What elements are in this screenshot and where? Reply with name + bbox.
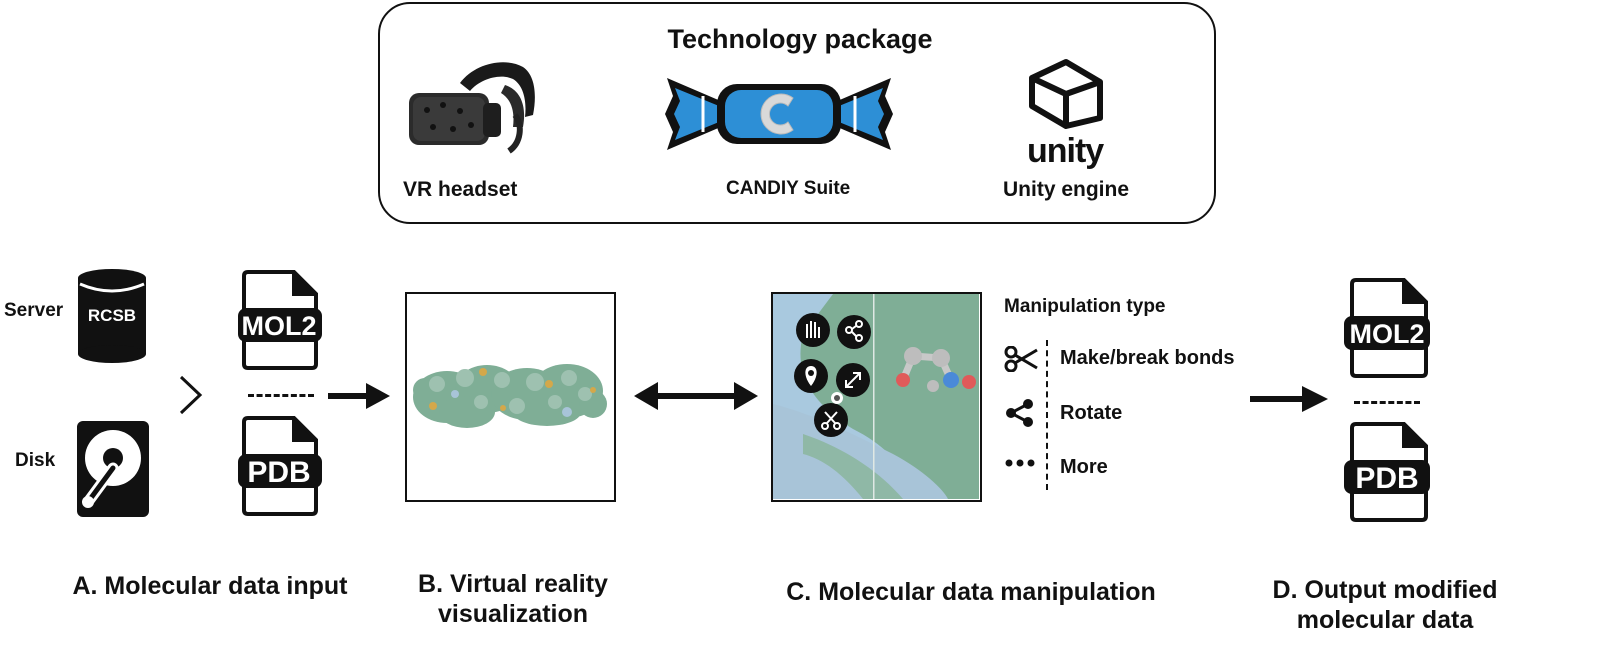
section-a-title: A. Molecular data input [72, 572, 348, 600]
file-separator [248, 394, 314, 397]
mol2-file-icon [236, 270, 322, 370]
output-mol2-file-icon [1342, 278, 1432, 378]
arrow-right-icon [1250, 384, 1330, 414]
make-break-bonds-label: Make/break bonds [1060, 347, 1235, 369]
pdb-file-label: PDB [247, 456, 311, 489]
unity-logo-text: unity [1027, 132, 1104, 170]
manipulation-type-header: Manipulation type [1004, 296, 1166, 317]
ellipsis-icon [1005, 458, 1035, 468]
mol2-file-label: MOL2 [241, 311, 317, 341]
technology-package-title: Technology package [667, 24, 933, 54]
rcsb-badge: RCSB [87, 306, 137, 325]
vr-headset-label: VR headset [403, 178, 518, 201]
unity-engine-label: Unity engine [1003, 178, 1130, 201]
scissors-icon [1004, 346, 1038, 372]
candy-logo-icon [663, 72, 895, 156]
chevron-right-icon [178, 375, 204, 415]
candiy-suite-label: CANDIY Suite [726, 178, 851, 199]
share-nodes-icon [1005, 398, 1035, 428]
technology-package-box [378, 2, 1216, 224]
section-d-title-line2: molecular data [1296, 606, 1474, 634]
section-b-title-line2: visualization [437, 600, 589, 628]
rotate-label: Rotate [1060, 402, 1123, 424]
server-label: Server [4, 300, 64, 321]
section-b-title-line1: B. Virtual reality [418, 570, 608, 598]
more-label: More [1060, 456, 1108, 478]
vr-visualization-panel [405, 292, 616, 502]
output-file-separator [1354, 401, 1420, 404]
hard-disk-icon [76, 420, 150, 518]
database-icon [76, 268, 148, 364]
unity-logo-icon [1026, 58, 1106, 130]
manipulation-scene-image [773, 294, 979, 499]
arrow-right-icon [328, 381, 392, 411]
protein-surface-image [413, 364, 607, 428]
output-pdb-file-icon [1342, 422, 1432, 522]
double-arrow-icon [632, 380, 760, 412]
vr-headset-icon [405, 55, 540, 155]
manipulation-panel [771, 292, 982, 502]
output-mol2-file-label: MOL2 [1349, 319, 1425, 349]
output-pdb-file-label: PDB [1355, 462, 1419, 495]
manipulation-divider [1046, 340, 1048, 490]
section-c-title: C. Molecular data manipulation [786, 578, 1156, 606]
section-d-title-line1: D. Output modified [1272, 576, 1498, 604]
pdb-file-icon [236, 416, 322, 516]
disk-label: Disk [15, 450, 56, 471]
